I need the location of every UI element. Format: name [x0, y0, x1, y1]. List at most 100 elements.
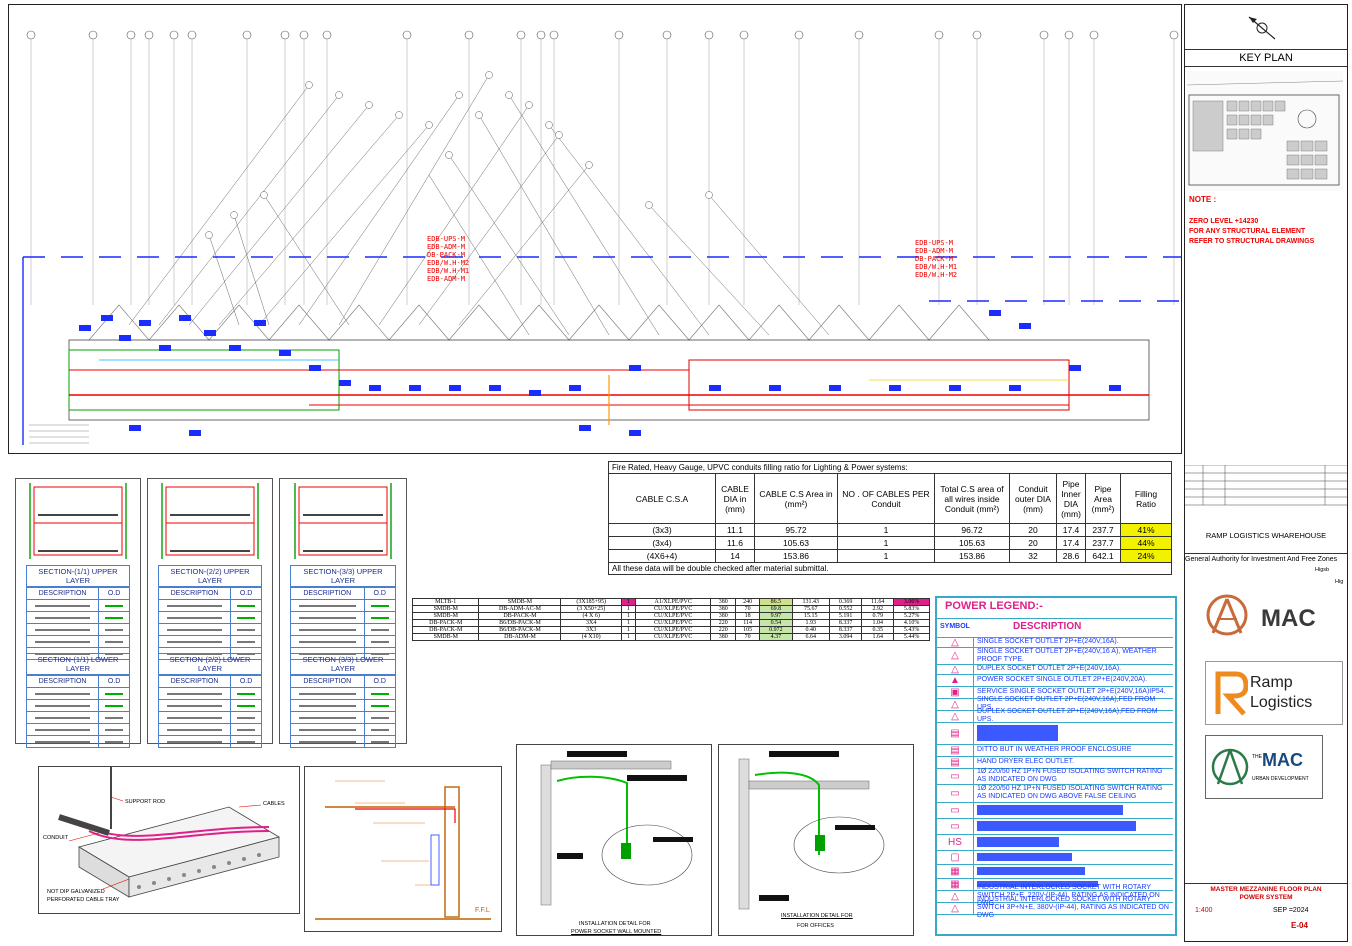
authority-cut-1: Higsb [1315, 567, 1330, 573]
table-cell [363, 599, 396, 612]
table-cell: 220 [710, 626, 736, 634]
table-cell: 153.86 [934, 549, 1010, 563]
table-cell: 28.6 [1056, 549, 1086, 563]
section-drawing [294, 483, 392, 559]
table-cell: CU/XLPE/PVC [634, 626, 712, 634]
legend-title: POWER LEGEND:- [945, 600, 1043, 612]
section-col-desc: DESCRIPTION [157, 587, 232, 600]
support-rod-label: SUPPORT ROD [125, 799, 166, 805]
table-cell: 380 [710, 633, 736, 641]
section-col-desc: DESCRIPTION [25, 587, 100, 600]
table-cell [98, 711, 130, 724]
table-cell: SMDB-M [411, 605, 480, 613]
table-row [157, 735, 262, 748]
table-cell: DB-ADM-AC-M [478, 605, 562, 613]
table-cell [363, 611, 396, 624]
table-row [157, 623, 262, 636]
plan-label: EDB/W.H-M2 [427, 259, 470, 267]
table-cell [363, 635, 396, 648]
table-row [25, 623, 130, 636]
table-cell: 15.15 [791, 612, 831, 620]
table-cell: 70 [734, 605, 761, 613]
legend-symbol-icon: △ [937, 637, 974, 648]
install-detail-wall: INSTALLATION DETAIL FOR POWER SOCKET WAL… [516, 744, 712, 936]
table-cell [25, 723, 100, 736]
legend-item: △INDUSTRIAL INTERLOCKED SOCKET WITH ROTA… [937, 896, 1173, 919]
table-cell: 24% [1120, 549, 1172, 563]
legend-item: ▤DITTO BUT IN WEATHER PROOF ENCLOSURE [937, 744, 1173, 757]
col-header: CABLE DIA in (mm) [715, 473, 755, 524]
table-cell: 105.63 [754, 536, 838, 550]
table-row [290, 735, 396, 748]
table-cell [363, 723, 396, 736]
plan-label: EDB-ADM-M [427, 243, 465, 251]
plan-label: EDB-ADM-M [915, 247, 953, 255]
legend-symbol-icon: ▭ [937, 802, 974, 818]
table-cell [25, 623, 100, 636]
table-cell: 380 [710, 612, 736, 620]
table-cell: 1 [620, 633, 636, 641]
table-cell: 153.86 [754, 549, 838, 563]
legend-symbol-icon: ▲ [937, 674, 974, 686]
table-cell: 0.369 [829, 598, 863, 606]
floor-plan-drawing [22, 30, 1181, 445]
table-row [290, 723, 396, 736]
table-cell: SMDB-M [411, 633, 480, 641]
table-cell [230, 623, 262, 636]
plan-label: EDB-UPS-M [915, 239, 953, 247]
table-cell: 17.4 [1056, 536, 1086, 550]
table-cell: CU/XLPE/PVC [634, 605, 712, 613]
table-cell [157, 723, 232, 736]
table-cell: 96.72 [934, 523, 1010, 537]
table-cell [290, 687, 365, 700]
legend-description: 1Ø 220/50 HZ 1P+N FUSED ISOLATING SWITCH… [977, 768, 1163, 783]
legend-col-desc: DESCRIPTION [1013, 621, 1082, 632]
section-col-od: O.D [363, 675, 396, 688]
legend-item: ▭1Ø 220/50 HZ 1P+N FUSED ISOLATING SWITC… [937, 768, 1173, 785]
legend-item: ▭ [937, 802, 1173, 819]
table-cell [157, 623, 232, 636]
table-cell [98, 635, 130, 648]
table-row [25, 711, 130, 724]
section-title: SECTION-(2/2) LOWER LAYER [158, 653, 262, 675]
table-cell: B6/DB-PACK-M [478, 619, 562, 627]
table-cell: 642.1 [1085, 549, 1121, 563]
table-cell [230, 699, 262, 712]
conduit-section-detail: F.F.L [304, 766, 502, 932]
north-arrow-icon [1245, 13, 1281, 43]
section-drawing [29, 483, 127, 559]
section-title: SECTION-(2/2) UPPER LAYER [158, 565, 262, 587]
legend-symbol-icon: ▭ [937, 768, 974, 784]
table-cell: 18 [734, 612, 761, 620]
legend-symbol-icon: △ [937, 647, 974, 664]
the-mac-text: MAC [1262, 750, 1303, 770]
the-mac-prefix: THE [1252, 754, 1262, 760]
section-col-desc: DESCRIPTION [25, 675, 100, 688]
table-cell: 0.40 [791, 626, 831, 634]
section-col-od: O.D [98, 675, 130, 688]
legend-item: △SINGLE SOCKET OUTLET 2P+E(240V,16 A), W… [937, 647, 1173, 665]
table-cell [25, 611, 100, 624]
key-plan-image [1186, 71, 1344, 191]
table-cell [230, 723, 262, 736]
tray-label-2: PERFORATED CABLE TRAY [47, 897, 120, 903]
col-header: Conduit outer DIA (mm) [1009, 473, 1057, 524]
table-cell [25, 635, 100, 648]
table-cell: 86.5 [759, 598, 793, 606]
table-cell: 0.54 [759, 619, 793, 627]
table-cell [290, 723, 365, 736]
table-cell: (4 X10) [560, 633, 622, 641]
table-cell: 75.67 [791, 605, 831, 613]
cables-label: CABLES [263, 801, 285, 807]
legend-symbol-icon: ▣ [937, 686, 974, 698]
table-cell [157, 687, 232, 700]
plan-label: EDB-ADM-M [427, 275, 465, 283]
